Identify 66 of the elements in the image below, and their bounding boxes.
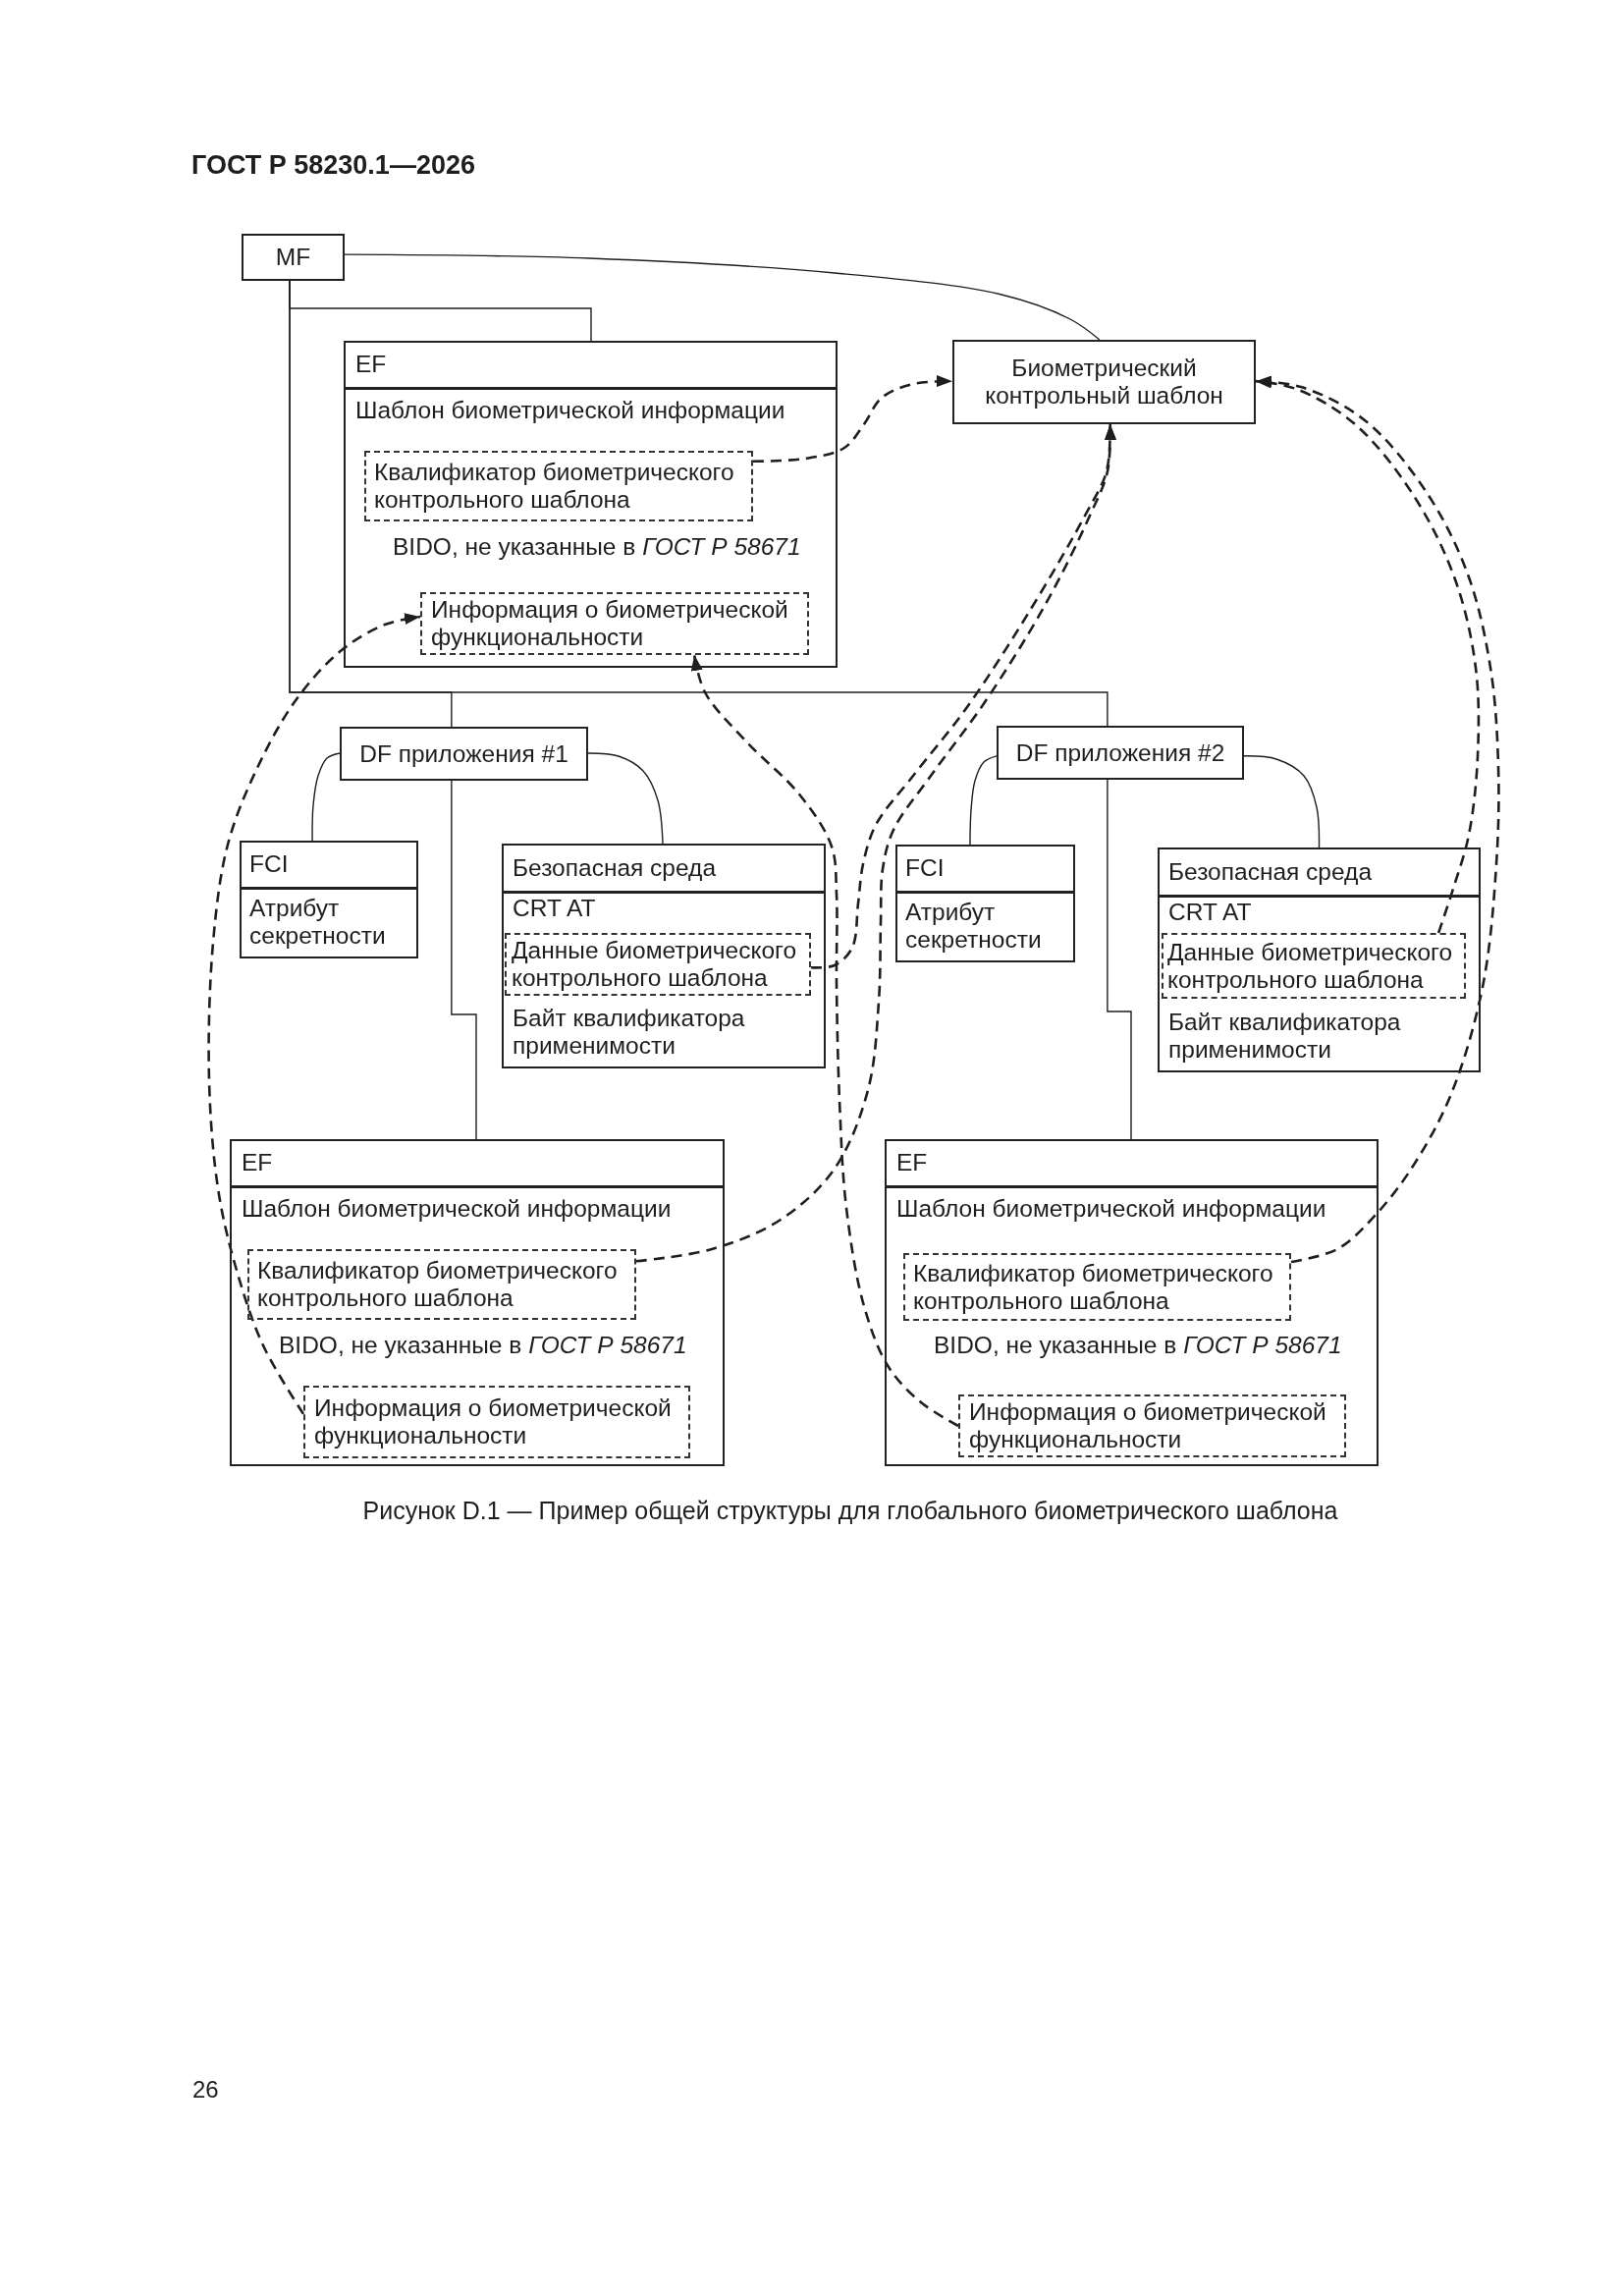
panel-text: BIDO, не указанные в ГОСТ Р 58671 xyxy=(934,1332,1342,1359)
panel-heading: EF xyxy=(242,1149,273,1176)
panel-text: Шаблон биометрической информации xyxy=(242,1195,672,1223)
qualifier-box xyxy=(247,1249,636,1320)
panel-text: Шаблон биометрической информации xyxy=(355,397,785,424)
dashed-arrow xyxy=(207,613,421,1415)
connector-line xyxy=(1107,779,1132,1140)
panel-text: BIDO, не указанные в ГОСТ Р 58671 xyxy=(393,533,801,561)
info-box xyxy=(958,1394,1346,1457)
file-panel xyxy=(230,1139,725,1466)
box-label: Данные биометрического контрольного шаблона xyxy=(512,937,798,992)
connector-line xyxy=(289,280,1109,727)
box-label: Информация о биометрической функциональности xyxy=(969,1398,1327,1453)
panel-heading: FCI xyxy=(249,850,289,878)
connector-line xyxy=(451,780,477,1140)
file-panel xyxy=(885,1139,1379,1466)
box-label: Квалификатор биометрического контрольного шаблона xyxy=(913,1259,1274,1315)
box-label: Квалификатор биометрического контрольного шаблона xyxy=(374,459,735,514)
info-box xyxy=(303,1386,690,1458)
panel-text: BIDO, не указанные в ГОСТ Р 58671 xyxy=(279,1332,687,1359)
box-label: Информация о биометрической функциональности xyxy=(431,596,789,651)
connector-line xyxy=(344,253,1101,341)
box-label: Биометрический контрольный шаблон xyxy=(984,355,1224,410)
panel-text: Атрибут секретности xyxy=(905,899,1043,954)
panel-text: CRT AT xyxy=(1168,899,1252,926)
connector-line xyxy=(1243,755,1321,848)
box-label: Данные биометрического контрольного шаблона xyxy=(1167,938,1454,994)
panel-heading: EF xyxy=(896,1149,928,1176)
box-label: MF xyxy=(275,244,311,271)
info-box xyxy=(420,592,809,655)
panel-heading: Безопасная среда xyxy=(1168,857,1372,886)
connector-line xyxy=(311,752,341,842)
connector-line xyxy=(969,755,998,846)
panel-heading: Безопасная среда xyxy=(513,853,716,882)
dashed-arrow xyxy=(753,375,952,464)
security-panel xyxy=(1158,847,1481,1072)
data-box xyxy=(505,933,811,996)
document-header: ГОСТ Р 58230.1—2026 xyxy=(191,149,475,181)
panel-heading: EF xyxy=(355,351,387,378)
data-box xyxy=(1162,933,1466,999)
panel-text: CRT AT xyxy=(513,895,596,922)
dashed-arrow xyxy=(690,654,959,1428)
directory-box xyxy=(340,727,588,781)
root-file-box xyxy=(242,234,345,281)
panel-text: Шаблон биометрической информации xyxy=(896,1195,1326,1223)
fci-panel xyxy=(240,841,418,958)
box-label: Квалификатор биометрического контрольного шаблона xyxy=(257,1257,619,1312)
qualifier-box xyxy=(903,1253,1291,1321)
box-label: DF приложения #1 xyxy=(359,739,568,768)
panel-text: Байт квалификатора применимости xyxy=(1168,1009,1402,1064)
box-label: Информация о биометрической функциональности xyxy=(314,1394,673,1449)
dashed-arrow xyxy=(635,424,1116,1263)
panel-text: Байт квалификатора применимости xyxy=(513,1005,746,1060)
template-box xyxy=(952,340,1256,424)
figure-caption: Рисунок D.1 — Пример общей структуры для глобального биометрического шаблона xyxy=(362,1497,1338,1524)
directory-box xyxy=(997,726,1244,780)
file-panel xyxy=(344,341,838,668)
dashed-arrow xyxy=(1255,375,1500,1264)
page-number: 26 xyxy=(192,2075,219,2104)
panel-text: Атрибут секретности xyxy=(249,895,387,950)
panel-heading: FCI xyxy=(905,854,945,882)
qualifier-box xyxy=(364,451,753,521)
box-label: DF приложения #2 xyxy=(1015,738,1225,767)
connector-line xyxy=(587,752,664,845)
fci-panel xyxy=(895,845,1075,962)
security-panel xyxy=(502,844,826,1068)
